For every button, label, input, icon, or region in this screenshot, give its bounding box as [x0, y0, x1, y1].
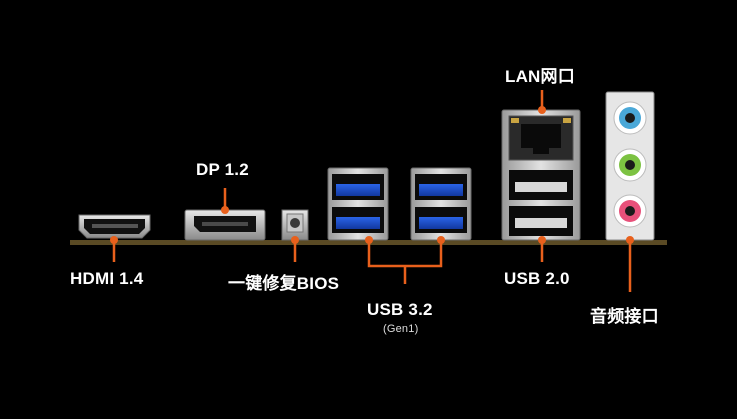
- audio-label: 音频接口: [590, 307, 659, 326]
- bios-label: 一键修复BIOS: [228, 274, 340, 293]
- audio-jacks: [605, 91, 655, 241]
- usb32-gen-label: (Gen1): [383, 323, 419, 335]
- usb20-label: USB 2.0: [504, 269, 570, 288]
- lan-label: LAN网口: [505, 67, 575, 86]
- dp-label: DP 1.2: [196, 160, 249, 179]
- hdmi-port: [78, 214, 151, 239]
- usb32-stack-left: [327, 167, 389, 241]
- displayport-port: [184, 209, 266, 241]
- usb32-stack-right: [410, 167, 472, 241]
- usb32-label: USB 3.2: [367, 300, 433, 319]
- hdmi-label: HDMI 1.4: [70, 269, 144, 288]
- bios-flashback-button: [281, 209, 309, 241]
- lan-usb20-stack: [501, 109, 581, 241]
- callout-dots: [110, 106, 634, 244]
